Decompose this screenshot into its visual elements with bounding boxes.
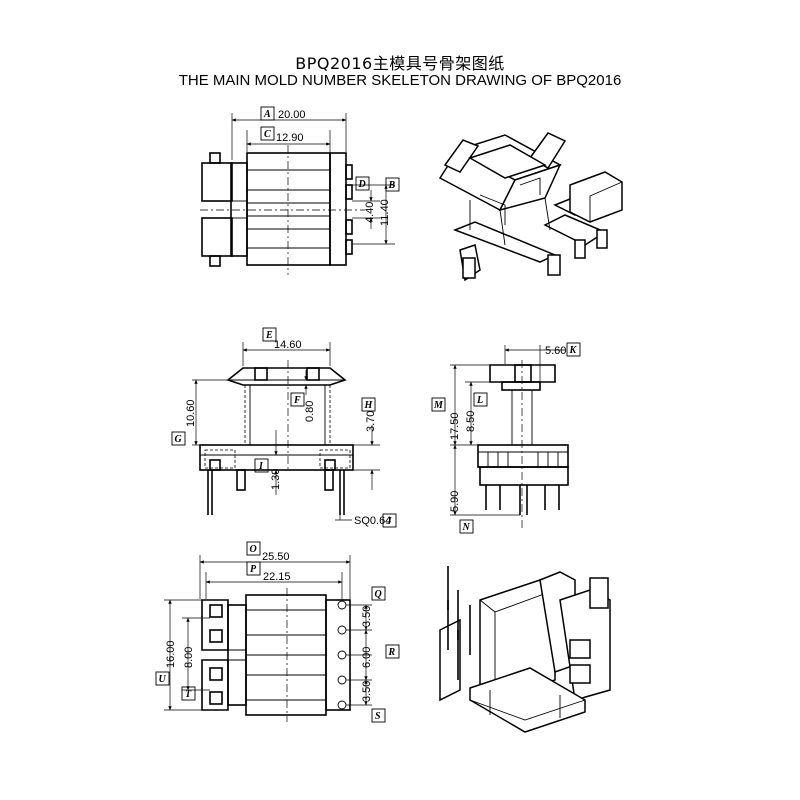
dim-c-value: 12.90 xyxy=(276,132,304,144)
label-s: S xyxy=(371,708,386,723)
svg-text:K: K xyxy=(569,345,578,356)
isometric-view-2 xyxy=(439,566,611,733)
svg-text:N: N xyxy=(462,522,471,533)
dim-k-value: 5.60 xyxy=(545,345,566,357)
dim-f-value: 0.80 xyxy=(304,401,316,422)
label-m: M xyxy=(431,397,446,412)
dim-n-value: 5.90 xyxy=(449,491,461,512)
label-a: A xyxy=(260,106,275,121)
dim-q-value: 3.50 xyxy=(361,606,373,627)
dim-b-value: 11.40 xyxy=(379,199,391,226)
dim-a-value: 20.00 xyxy=(278,109,306,121)
label-boxes: A C D B E F G H I J K L M N O P Q R S T … xyxy=(155,106,581,723)
label-i: I xyxy=(254,458,269,473)
label-f: F xyxy=(290,392,305,407)
label-c: C xyxy=(260,126,275,141)
label-n: N xyxy=(459,519,474,534)
svg-text:R: R xyxy=(388,647,396,658)
dim-u-value: 16.00 xyxy=(165,640,177,668)
dim-p-value: 22.15 xyxy=(263,571,291,583)
svg-text:O: O xyxy=(250,544,257,555)
svg-text:Q: Q xyxy=(375,589,382,600)
label-l: L xyxy=(473,392,488,407)
label-r: R xyxy=(385,644,400,659)
svg-text:M: M xyxy=(433,400,444,411)
svg-text:G: G xyxy=(175,434,183,445)
label-e: E xyxy=(262,327,277,342)
label-b: B xyxy=(385,177,400,192)
label-t: T xyxy=(181,686,196,701)
dim-m-value: 17.50 xyxy=(449,412,461,440)
label-j: J xyxy=(382,513,397,528)
dim-j-value: SQ0.64 xyxy=(354,515,391,527)
label-d: D xyxy=(355,176,370,191)
dim-o-value: 25.50 xyxy=(262,551,290,563)
label-g: G xyxy=(171,431,186,446)
svg-text:D: D xyxy=(358,179,366,190)
isometric-view-1 xyxy=(438,132,623,282)
dim-h-value: 3.70 xyxy=(365,411,377,432)
svg-text:L: L xyxy=(476,395,483,406)
dim-s-value: 3.50 xyxy=(361,681,373,702)
dim-l-value: 8.50 xyxy=(465,411,477,432)
svg-text:I: I xyxy=(258,461,264,472)
dim-i-value: 1.30 xyxy=(270,469,282,490)
svg-text:F: F xyxy=(293,395,301,406)
svg-text:J: J xyxy=(386,516,393,527)
svg-text:C: C xyxy=(264,129,271,140)
side-view: 5.60 17.50 8.50 5.90 xyxy=(449,345,569,530)
dim-g-value: 10.60 xyxy=(185,399,197,427)
svg-text:H: H xyxy=(364,400,374,411)
svg-text:P: P xyxy=(250,564,257,575)
dim-d-value: 4.40 xyxy=(364,202,376,223)
label-k: K xyxy=(566,342,581,357)
label-p: P xyxy=(246,561,261,576)
svg-text:T: T xyxy=(185,689,192,700)
label-q: Q xyxy=(371,586,386,601)
dim-r-value: 6.00 xyxy=(361,647,373,668)
label-o: O xyxy=(246,541,261,556)
svg-text:A: A xyxy=(263,109,271,120)
top-view: 20.00 12.90 4.40 11.40 xyxy=(200,109,395,275)
title-english: THE MAIN MOLD NUMBER SKELETON DRAWING OF… xyxy=(178,72,622,89)
svg-text:U: U xyxy=(159,674,167,685)
svg-text:E: E xyxy=(265,330,273,341)
svg-text:B: B xyxy=(388,180,396,191)
front-view: 14.60 0.80 10.60 3.70 1.30 SQ0.64 xyxy=(185,339,391,527)
dim-e-value: 14.60 xyxy=(274,339,302,351)
title-chinese: BPQ2016主模具号骨架图纸 xyxy=(295,54,505,73)
svg-text:S: S xyxy=(375,711,381,722)
bottom-view: 25.50 22.15 3.50 6.00 3.50 16.00 8.00 xyxy=(164,551,373,722)
label-u: U xyxy=(155,671,170,686)
dim-t-value: 8.00 xyxy=(183,647,195,668)
label-h: H xyxy=(361,397,376,412)
